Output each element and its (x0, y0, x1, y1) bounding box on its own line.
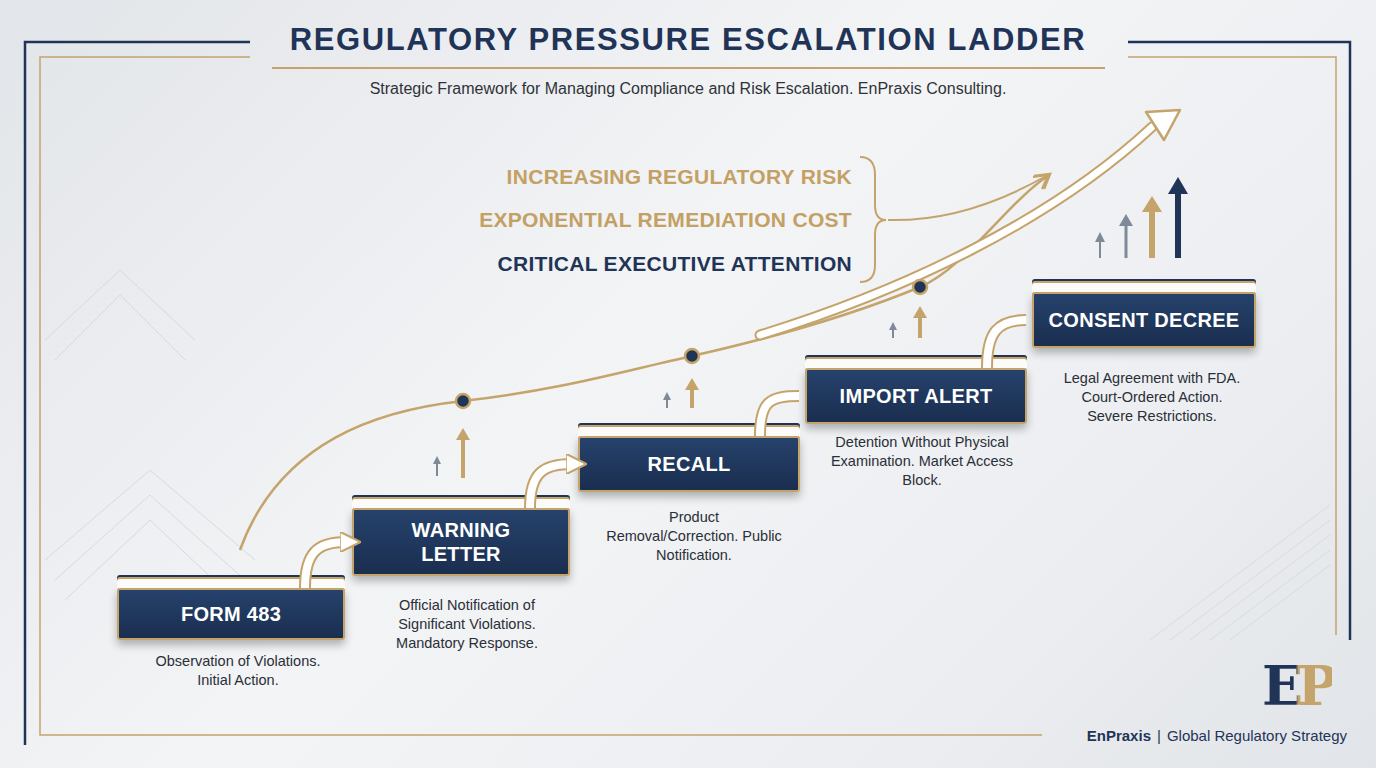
up-arrow (1168, 177, 1188, 258)
milestone-dot (456, 394, 470, 408)
step-description: Observation of Violations. Initial Actio… (143, 652, 333, 690)
title-rule (272, 67, 1105, 69)
step-connector (530, 464, 572, 508)
step-description: Detention Without Physical Examination. … (827, 433, 1017, 490)
milestone-dot (913, 280, 927, 294)
step-heading-wrap: IMPORT ALERT (807, 370, 1025, 422)
connector-outline (987, 320, 1026, 368)
title-text: REGULATORY PRESSURE ESCALATION LADDER (0, 22, 1376, 58)
frame-line (40, 57, 1042, 735)
connector-line (305, 542, 346, 588)
up-arrow (685, 378, 699, 408)
background-pattern (1150, 505, 1330, 640)
connector-outline (305, 542, 346, 588)
footer-text: EnPraxis (1087, 727, 1151, 744)
step-connector (987, 320, 1026, 368)
step-heading: FORM 483 (181, 602, 281, 626)
step-connector (760, 396, 799, 436)
ladder-step: IMPORT ALERTDetention Without Physical E… (805, 368, 1027, 424)
step-description: Legal Agreement with FDA. Court-Ordered … (1057, 369, 1247, 426)
step-heading-wrap: CONSENT DECREE (1034, 294, 1254, 346)
trend-curve (240, 176, 1048, 550)
up-arrow (889, 322, 897, 338)
milestone-dot (685, 349, 699, 363)
ladder-step: CONSENT DECREELegal Agreement with FDA. … (1032, 292, 1256, 348)
brace-arrow (888, 176, 1046, 220)
footer-text: Global Regulatory Strategy (1167, 727, 1347, 744)
background-pattern (45, 270, 255, 600)
brace (860, 157, 886, 282)
step-description: Official Notification of Significant Vio… (367, 596, 567, 653)
step-heading-wrap: WARNING LETTER (354, 510, 568, 574)
step-heading: IMPORT ALERT (840, 384, 993, 408)
up-arrow (1095, 232, 1105, 258)
connector-line (530, 464, 572, 508)
ladder-step: RECALLProduct Removal/Correction. Public… (578, 436, 800, 492)
logo-mark: EP (1262, 654, 1332, 718)
up-arrow (433, 456, 441, 476)
footer-text: | (1157, 727, 1161, 744)
up-arrow (456, 428, 470, 478)
step-description: Product Removal/Correction. Public Notif… (604, 508, 784, 565)
axis-label: CRITICAL EXECUTIVE ATTENTION (497, 252, 852, 276)
connector-line (987, 320, 1026, 368)
up-arrow (1119, 214, 1133, 258)
axis-label: EXPONENTIAL REMEDIATION COST (479, 208, 852, 232)
step-heading: WARNING LETTER (391, 518, 531, 566)
connector-outline (530, 464, 572, 508)
step-connector (305, 542, 346, 588)
ladder-step: FORM 483Observation of Violations. Initi… (117, 588, 345, 640)
connector-outline (760, 396, 799, 436)
up-arrow (1142, 196, 1162, 258)
brace-arrowhead (1033, 175, 1048, 189)
up-arrow (663, 392, 671, 408)
step-heading-wrap: RECALL (580, 438, 798, 490)
step-heading: CONSENT DECREE (1049, 308, 1240, 332)
growth-arrowhead (1146, 110, 1180, 140)
connector-line (760, 396, 799, 436)
axis-label: INCREASING REGULATORY RISK (507, 165, 852, 189)
step-heading: RECALL (648, 452, 731, 476)
up-arrow (913, 306, 927, 338)
ladder-step: WARNING LETTEROfficial Notification of S… (352, 508, 570, 576)
step-heading-wrap: FORM 483 (119, 590, 343, 638)
footer: EnPraxis | Global Regulatory Strategy (1087, 727, 1347, 744)
subtitle-text: Strategic Framework for Managing Complia… (0, 80, 1376, 98)
